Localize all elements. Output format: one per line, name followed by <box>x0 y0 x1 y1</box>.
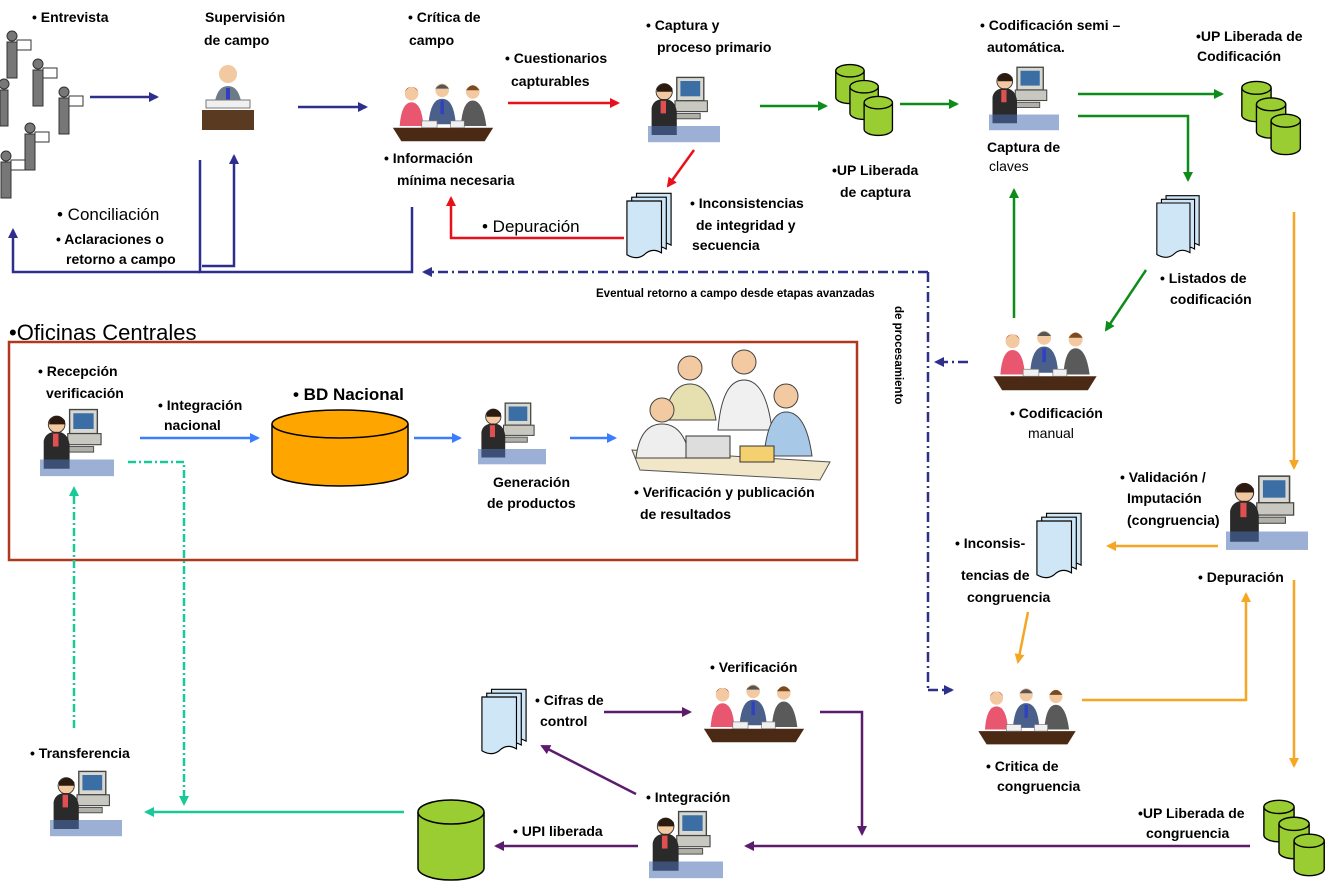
up-codif-label-line1: •UP Liberada de <box>1196 28 1303 44</box>
cuestionarios-label-line2: capturables <box>511 73 590 89</box>
de-procesamiento-label: de procesamiento <box>892 306 904 404</box>
codificacion-computer-icon <box>988 66 1060 132</box>
oficinas-centrales-box <box>7 340 859 562</box>
oficinas-centrales-title: •Oficinas Centrales <box>9 320 196 345</box>
red-flow-arrows <box>446 98 696 240</box>
interviewer-figures-icon <box>0 30 84 199</box>
codif-semi-label-line1: • Codificación semi – <box>980 17 1120 33</box>
critica-cong-label-line2: congruencia <box>997 778 1080 794</box>
codif-semi-label-line2: automática. <box>987 39 1065 55</box>
verificacion-meeting-icon <box>703 684 805 743</box>
depuracion-top-label: • Depuración <box>482 217 580 236</box>
cifras-docs-icon <box>481 688 527 755</box>
aclaraciones-label-line2: retorno a campo <box>66 251 176 267</box>
captura-claves-label-line2: claves <box>989 158 1029 174</box>
orange-flow-arrows <box>1014 212 1299 768</box>
validacion-label-line3: (congruencia) <box>1127 512 1220 528</box>
cifras-label-line1: • Cifras de <box>535 692 604 708</box>
green-flow-arrows <box>760 89 1224 332</box>
up-captura-label-line2: de captura <box>840 184 911 200</box>
critica-label-line2: campo <box>409 32 454 48</box>
up-codificacion-database-icon <box>1241 80 1302 156</box>
verificacion-label: • Verificación <box>710 659 797 675</box>
listados-label-line1: • Listados de <box>1160 270 1247 286</box>
integracion-computer-icon <box>648 810 724 879</box>
recepcion-label-line1: • Recepción <box>38 363 118 379</box>
supervision-label-line2: de campo <box>204 32 269 48</box>
depuracion-right-label: • Depuración <box>1198 569 1284 585</box>
conciliacion-label: • Conciliación <box>57 205 159 224</box>
codificacion-manual-meeting-icon <box>992 330 1098 391</box>
verificacion-publicacion-group-icon <box>631 349 831 481</box>
recepcion-label-line2: verificación <box>46 385 124 401</box>
teal-flow-arrows <box>69 460 404 817</box>
generacion-label-line1: Generación <box>493 474 570 490</box>
generacion-label-line2: de productos <box>487 495 576 511</box>
up-cong-label-line2: congruencia <box>1146 825 1229 841</box>
integracion-nacional-label-line2: nacional <box>164 417 221 433</box>
up-congruencia-database-icon <box>1263 799 1326 877</box>
generacion-computer-icon <box>477 402 547 466</box>
transferencia-computer-icon <box>49 770 123 838</box>
validacion-computer-icon <box>1225 475 1309 551</box>
cuestionarios-label-line1: • Cuestionarios <box>505 50 607 66</box>
up-captura-label-line1: •UP Liberada <box>832 162 919 178</box>
inconsistencias-label-line3: secuencia <box>692 237 760 253</box>
supervisor-icon <box>202 65 254 130</box>
supervision-label-line1: Supervisión <box>205 9 285 25</box>
bd-nacional-database-icon <box>271 409 409 487</box>
transferencia-label: • Transferencia <box>30 745 130 761</box>
upi-database-icon <box>417 799 485 881</box>
inconsis-cong-label-line3: congruencia <box>967 589 1050 605</box>
inconsistencias-docs-icon <box>626 192 672 259</box>
validacion-label-line2: Imputación <box>1127 490 1202 506</box>
codif-manual-label-line1: • Codificación <box>1010 405 1103 421</box>
cifras-label-line2: control <box>540 713 587 729</box>
inconsis-cong-label-line2: tencias de <box>961 567 1030 583</box>
critica-congruencia-meeting-icon <box>977 687 1077 745</box>
critica-cong-label-line1: • Critica de <box>986 758 1059 774</box>
info-min-label-line2: mínima necesaria <box>397 172 515 188</box>
validacion-label-line1: • Validación / <box>1120 469 1206 485</box>
up-captura-database-icon <box>834 63 894 137</box>
eventual-retorno-label: Eventual retorno a campo desde etapas av… <box>596 288 875 300</box>
blue-flow-arrows <box>7 92 414 274</box>
listados-label-line2: codificación <box>1170 291 1252 307</box>
inconsistencias-label-line1: • Inconsistencias <box>690 195 804 211</box>
integracion-label: • Integración <box>646 789 730 805</box>
verif-publicacion-label-line2: de resultados <box>640 506 731 522</box>
inconsistencias-congruencia-docs-icon <box>1036 512 1082 579</box>
captura-claves-label-line1: Captura de <box>987 139 1060 155</box>
captura-label-line2: proceso primario <box>657 39 771 55</box>
recepcion-computer-icon <box>39 408 115 478</box>
critica-label-line1: • Crítica de <box>408 9 481 25</box>
dashed-return-arrows <box>422 267 968 695</box>
captura-computer-icon <box>647 76 721 143</box>
inconsis-cong-label-line1: • Inconsis- <box>955 535 1026 551</box>
info-min-label-line1: • Información <box>384 150 473 166</box>
aclaraciones-label-line1: • Aclaraciones o <box>56 231 164 247</box>
listados-docs-icon <box>1156 195 1200 258</box>
codif-manual-label-line2: manual <box>1028 425 1074 441</box>
up-codif-label-line2: Codificación <box>1197 48 1281 64</box>
upi-liberada-label: • UPI liberada <box>513 823 603 839</box>
up-cong-label-line1: •UP Liberada de <box>1138 805 1245 821</box>
inconsistencias-label-line2: de integridad y <box>696 217 796 233</box>
integracion-nacional-label-line1: • Integración <box>158 397 242 413</box>
captura-label-line1: • Captura y <box>646 17 720 33</box>
entrevista-label: • Entrevista <box>32 9 109 25</box>
purple-flow-arrows <box>494 707 1250 851</box>
critica-meeting-icon <box>392 83 494 142</box>
bd-nacional-label: • BD Nacional <box>293 385 404 404</box>
verif-publicacion-label-line1: • Verificación y publicación <box>634 484 815 500</box>
